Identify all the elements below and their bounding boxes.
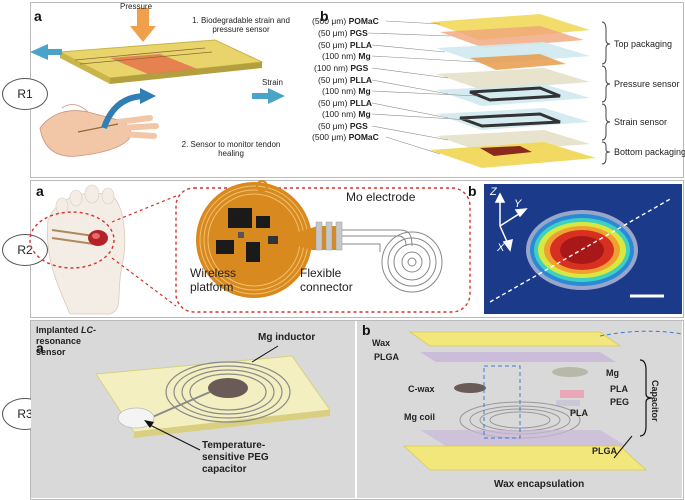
- axis-y-label: Y: [514, 198, 522, 210]
- wax-bottom-layer: [402, 445, 648, 471]
- mo-electrode-label: Mo electrode: [346, 190, 416, 204]
- step1-label: 1. Biodegradable strain and pressure sen…: [192, 16, 290, 34]
- axis-z-label: Z: [490, 186, 497, 198]
- group-pressure-sensor: Pressure sensor: [614, 79, 680, 89]
- wireless-platform-label: Wireless platform: [190, 266, 237, 294]
- row-label-r2: R2: [2, 234, 48, 266]
- wax-label: Wax: [372, 338, 391, 348]
- mg-coil-label: Mg coil: [404, 412, 435, 422]
- pla1-label: PLA: [610, 384, 628, 394]
- axis-x-label: X: [497, 242, 505, 254]
- pressure-arrow: [130, 8, 156, 42]
- layer-leader-lines: [367, 20, 479, 155]
- lc-sensor-title: Implanted LC- resonance sensor: [36, 325, 97, 357]
- r3-panel-a-letter: a: [36, 340, 44, 356]
- r1-panel-a-letter: a: [34, 8, 42, 24]
- mg-label: Mg: [606, 368, 619, 378]
- mg-coil-illustration: [165, 361, 291, 423]
- pla2-label: PLA: [570, 408, 588, 418]
- plga-top-layer: [420, 352, 616, 362]
- layer-label-1: (500 μm) POMaC: [312, 16, 379, 26]
- wax-encapsulation-label: Wax encapsulation: [494, 479, 585, 490]
- layer-label-3: (50 μm) PLLA: [318, 40, 373, 50]
- layer-label-7: (100 nm) Mg: [322, 86, 371, 96]
- flexible-connector-label: Flexible connector: [300, 266, 353, 294]
- device-callout-box: [175, 187, 471, 313]
- layer-label-11: (500 μm) POMaC: [312, 132, 379, 142]
- layer-label-6: (50 μm) PLLA: [318, 75, 373, 85]
- strain-right-arrow: [252, 88, 285, 104]
- layer-stack-illustration: [430, 14, 596, 168]
- r2-panel-b-letter: b: [468, 183, 477, 199]
- strain-label: Strain: [262, 78, 283, 87]
- layer-label-9: (100 nm) Mg: [322, 109, 371, 119]
- peg-label: PEG: [610, 397, 630, 407]
- layer-label-10: (50 μm) PGS: [318, 121, 368, 131]
- sensor-sheet-illustration: [58, 39, 264, 84]
- group-bottom-packaging: Bottom packaging: [614, 147, 685, 157]
- plga-bottom-label: PLGA: [592, 446, 618, 456]
- plga-top-label: PLGA: [374, 352, 400, 362]
- pressure-label: Pressure: [120, 2, 153, 11]
- group-strain-sensor: Strain sensor: [614, 117, 668, 127]
- mo-electrode-traces: [342, 229, 443, 293]
- layer-label-5: (100 nm) PGS: [314, 63, 369, 73]
- r3-panel-b-letter: b: [362, 322, 371, 338]
- group-top-packaging: Top packaging: [614, 39, 673, 49]
- c-wax-label: C-wax: [408, 384, 435, 394]
- step2-label: 2. Sensor to monitor tendon healing: [181, 140, 281, 158]
- inductor-pad: [208, 378, 248, 398]
- capacitor-note-label: Temperature-sensitive PEG capacitor: [202, 440, 269, 475]
- wireless-platform-illustration: [196, 180, 312, 298]
- r2-panel-a-letter: a: [36, 183, 44, 199]
- peg-capacitor: [117, 407, 155, 429]
- r1-panel-b-letter: b: [320, 8, 329, 24]
- wax-top-layer: [408, 331, 622, 347]
- layer-label-8: (50 μm) PLLA: [318, 98, 373, 108]
- plga-bottom-layer: [420, 430, 626, 446]
- capacitor-label: Capacitor: [650, 380, 660, 422]
- row-label-r1: R1: [2, 78, 48, 110]
- layer-label-2: (50 μm) PGS: [318, 28, 368, 38]
- foot-callout-ellipse: [29, 211, 115, 269]
- strain-left-arrow: [30, 44, 62, 60]
- layer-label-4: (100 nm) Mg: [322, 51, 371, 61]
- mg-inductor-label: Mg inductor: [258, 332, 316, 343]
- axes-icon: [494, 192, 528, 252]
- group-braces: [601, 21, 611, 165]
